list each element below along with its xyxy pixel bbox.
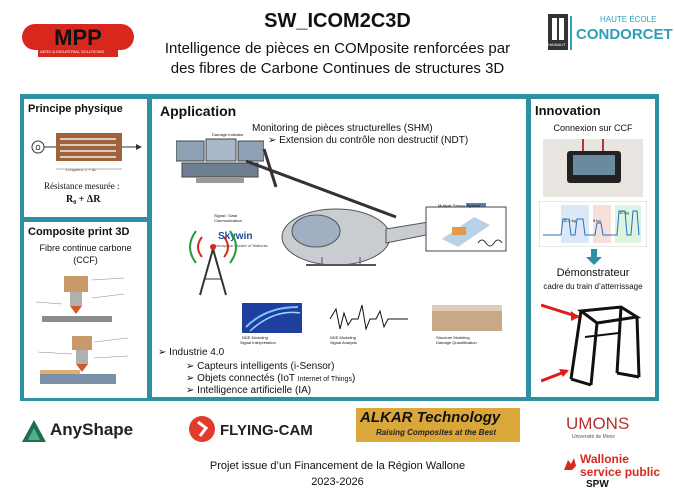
- wallonie-line-2: service public: [580, 465, 661, 479]
- resistance-label: Résistance mesurée :: [44, 181, 120, 191]
- flyingcam-mark-icon: [189, 416, 215, 442]
- signal-comm-label: Signal / Data Communication: [214, 213, 242, 223]
- umons-sub: Université de Mons: [572, 434, 615, 440]
- monitoring-screens-illustration: [176, 138, 264, 183]
- chart-label-0: 11.1 kg: [563, 218, 576, 223]
- principe-title: Principe physique: [28, 103, 123, 115]
- innovation-title: Innovation: [535, 103, 601, 118]
- condorcet-mark: HAINAUT: [548, 42, 566, 47]
- arrow-bullet-icon: ➢: [158, 347, 170, 358]
- industrie-item-iot: ➢ Objets connectés (IoT Internet of Thin…: [186, 373, 356, 384]
- anyshape-mark-icon: [22, 420, 46, 442]
- alkar-text: ALKAR Technology: [360, 409, 501, 426]
- connexion-label: Connexion sur CCF: [553, 123, 633, 133]
- measurement-device-photo: [543, 139, 643, 197]
- helicopter-illustration: [246, 148, 507, 266]
- mpp-logo: MPP AERO & INDUSTRIAL SOLUTIONS: [22, 24, 134, 58]
- alkar-sub: Raising Composites at the Best: [376, 428, 497, 437]
- structure-modeling: Structure Modeling: [436, 335, 470, 340]
- principe-panel: Principe physique Ω Longueur: L + ΔL Rés…: [24, 99, 147, 217]
- composite-title: Composite print 3D: [28, 226, 130, 238]
- subtitle-line-2: des fibres de Carbone Continues de struc…: [170, 60, 505, 77]
- wallonie-line-3: SPW: [586, 479, 609, 490]
- skywin-logo: Skywin: [218, 231, 253, 242]
- funding-line: Projet issue d’un Financement de la Régi…: [209, 460, 466, 472]
- fibre-line-2: (CCF): [73, 255, 98, 265]
- multiple-sensor-label: Multiple Sensor System: [438, 203, 481, 208]
- flyingcam-logo: FLYING-CAM: [188, 414, 318, 446]
- structure-sub: Damage Quantification: [436, 340, 477, 345]
- application-panel: Application Monitoring de pièces structu…: [152, 99, 526, 397]
- landing-gear-frame-illustration: [541, 303, 642, 387]
- poster-title: SW_ICOM2C3D: [264, 10, 411, 32]
- demonstrateur-label: Démonstrateur: [556, 267, 630, 279]
- svg-text:MPP: MPP: [54, 25, 102, 50]
- composite-panel: Composite print 3D Fibre continue carbon…: [24, 222, 147, 398]
- wallonie-line-1: Wallonie: [580, 452, 629, 466]
- umons-text: UMONS: [566, 414, 630, 433]
- nde-sub-1: Signal Interpretation: [240, 340, 276, 345]
- umons-logo: UMONS Université de Mons: [566, 414, 646, 444]
- anyshape-logo: AnyShape: [22, 418, 162, 444]
- antenna-icon: [189, 230, 237, 296]
- cadre-label: cadre du train d’atterrissage: [543, 282, 643, 291]
- ndt-label: ➢ Extension du contrôle non destructif (…: [268, 135, 469, 146]
- skywin-sub: Aerospace Cluster of Wallonia: [214, 243, 268, 248]
- subtitle-line-1: Intelligence de pièces en COMposite renf…: [164, 40, 511, 57]
- chart-label-1: 5 kg: [593, 218, 601, 223]
- condorcet-logo: HAINAUT HAUTE ÉCOLE CONDORCET: [548, 12, 673, 54]
- nde-sub-2: Signal Analysis: [330, 340, 357, 345]
- anyshape-text: AnyShape: [50, 420, 134, 439]
- condorcet-top: HAUTE ÉCOLE: [600, 15, 657, 24]
- arrow-bullet-icon: ➢: [186, 385, 198, 396]
- industrie-label: ➢ Industrie 4.0: [158, 347, 225, 358]
- chart-label-2: 12 kg: [619, 210, 629, 215]
- gauge-length-label: Longueur: L + ΔL: [66, 167, 97, 172]
- arrow-bullet-icon: ➢: [268, 135, 280, 146]
- svg-text:Ω: Ω: [35, 145, 40, 152]
- damage-indicator-label: Damage Indicator: [212, 132, 244, 137]
- nde-modeling-images: [242, 303, 502, 333]
- wallonie-logo: Wallonie service public SPW: [562, 450, 672, 496]
- strain-gauge-diagram: Ω: [31, 133, 142, 170]
- application-title: Application: [160, 103, 237, 119]
- innovation-panel: Innovation Connexion sur CCF 11.1 kg 5 k…: [531, 99, 655, 397]
- arrow-bullet-icon: ➢: [186, 361, 198, 372]
- nde-modeling-2: NDE Modeling: [330, 335, 356, 340]
- nde-modeling-1: NDE Modeling: [242, 335, 268, 340]
- alkar-logo: ALKAR Technology Raising Composites at t…: [356, 408, 520, 442]
- fibre-line-1: Fibre continue carbone: [39, 243, 132, 253]
- print-head-diagram: [35, 276, 129, 384]
- flyingcam-text: FLYING-CAM: [220, 422, 313, 439]
- shm-label: Monitoring de pièces structurelles (SHM): [252, 123, 433, 134]
- industrie-item-ai: ➢ Intelligence artificielle (IA): [186, 385, 312, 396]
- condorcet-name: CONDORCET: [576, 26, 673, 43]
- resistance-formula: R₀ + ΔR: [66, 194, 101, 205]
- arrow-bullet-icon: ➢: [186, 373, 198, 384]
- mpp-logo-sub: AERO & INDUSTRIAL SOLUTIONS: [40, 49, 105, 54]
- wallonie-rooster-icon: [564, 458, 576, 470]
- industrie-item-sensors: ➢ Capteurs intelligents (i-Sensor): [186, 361, 335, 372]
- load-chart-image: [539, 201, 647, 247]
- funding-years: 2023-2026: [311, 476, 364, 488]
- arrow-down-icon: [586, 249, 602, 265]
